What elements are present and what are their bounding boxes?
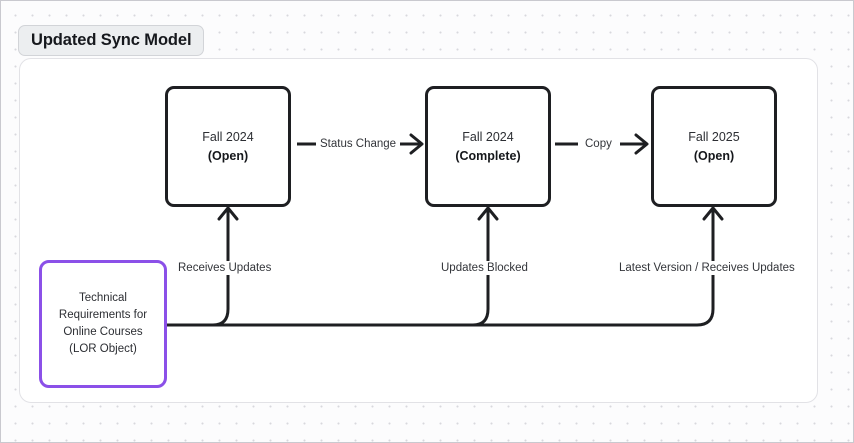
edge-label-updates-blocked: Updates Blocked bbox=[437, 261, 532, 275]
node-label-primary: Fall 2024 bbox=[462, 129, 514, 144]
connector-updates-blocked bbox=[471, 206, 499, 327]
node-fall-2024-complete[interactable]: Fall 2024 (Complete) bbox=[425, 86, 551, 207]
connector-latest-version bbox=[702, 206, 724, 302]
edge-label-copy: Copy bbox=[581, 137, 616, 151]
node-label-status: (Open) bbox=[207, 148, 249, 163]
node-fall-2025-open[interactable]: Fall 2025 (Open) bbox=[651, 86, 777, 207]
diagram-title-badge: Updated Sync Model bbox=[18, 25, 205, 56]
connector-receives-updates bbox=[211, 206, 239, 327]
node-label-status: (Open) bbox=[693, 148, 735, 163]
connector-lor-bus bbox=[163, 284, 715, 327]
lor-line-4: (LOR Object) bbox=[69, 343, 137, 355]
lor-line-3: Online Courses bbox=[63, 326, 143, 338]
edge-label-receives-updates: Receives Updates bbox=[174, 261, 276, 275]
edge-label-status-change: Status Change bbox=[316, 137, 401, 151]
node-label-primary: Fall 2024 bbox=[202, 129, 254, 144]
page-title: Updated Sync Model bbox=[31, 31, 192, 49]
node-lor-object[interactable]: Technical Requirements for Online Course… bbox=[39, 260, 167, 388]
node-label-primary: Fall 2025 bbox=[688, 129, 740, 144]
connector-copy bbox=[555, 133, 649, 155]
connector-status-change bbox=[297, 133, 424, 155]
edge-label-latest-version: Latest Version / Receives Updates bbox=[615, 261, 799, 275]
node-label-status: (Complete) bbox=[455, 148, 521, 163]
node-fall-2024-open[interactable]: Fall 2024 (Open) bbox=[165, 86, 291, 207]
lor-line-1: Technical bbox=[79, 292, 127, 304]
lor-line-2: Requirements for bbox=[58, 309, 148, 321]
